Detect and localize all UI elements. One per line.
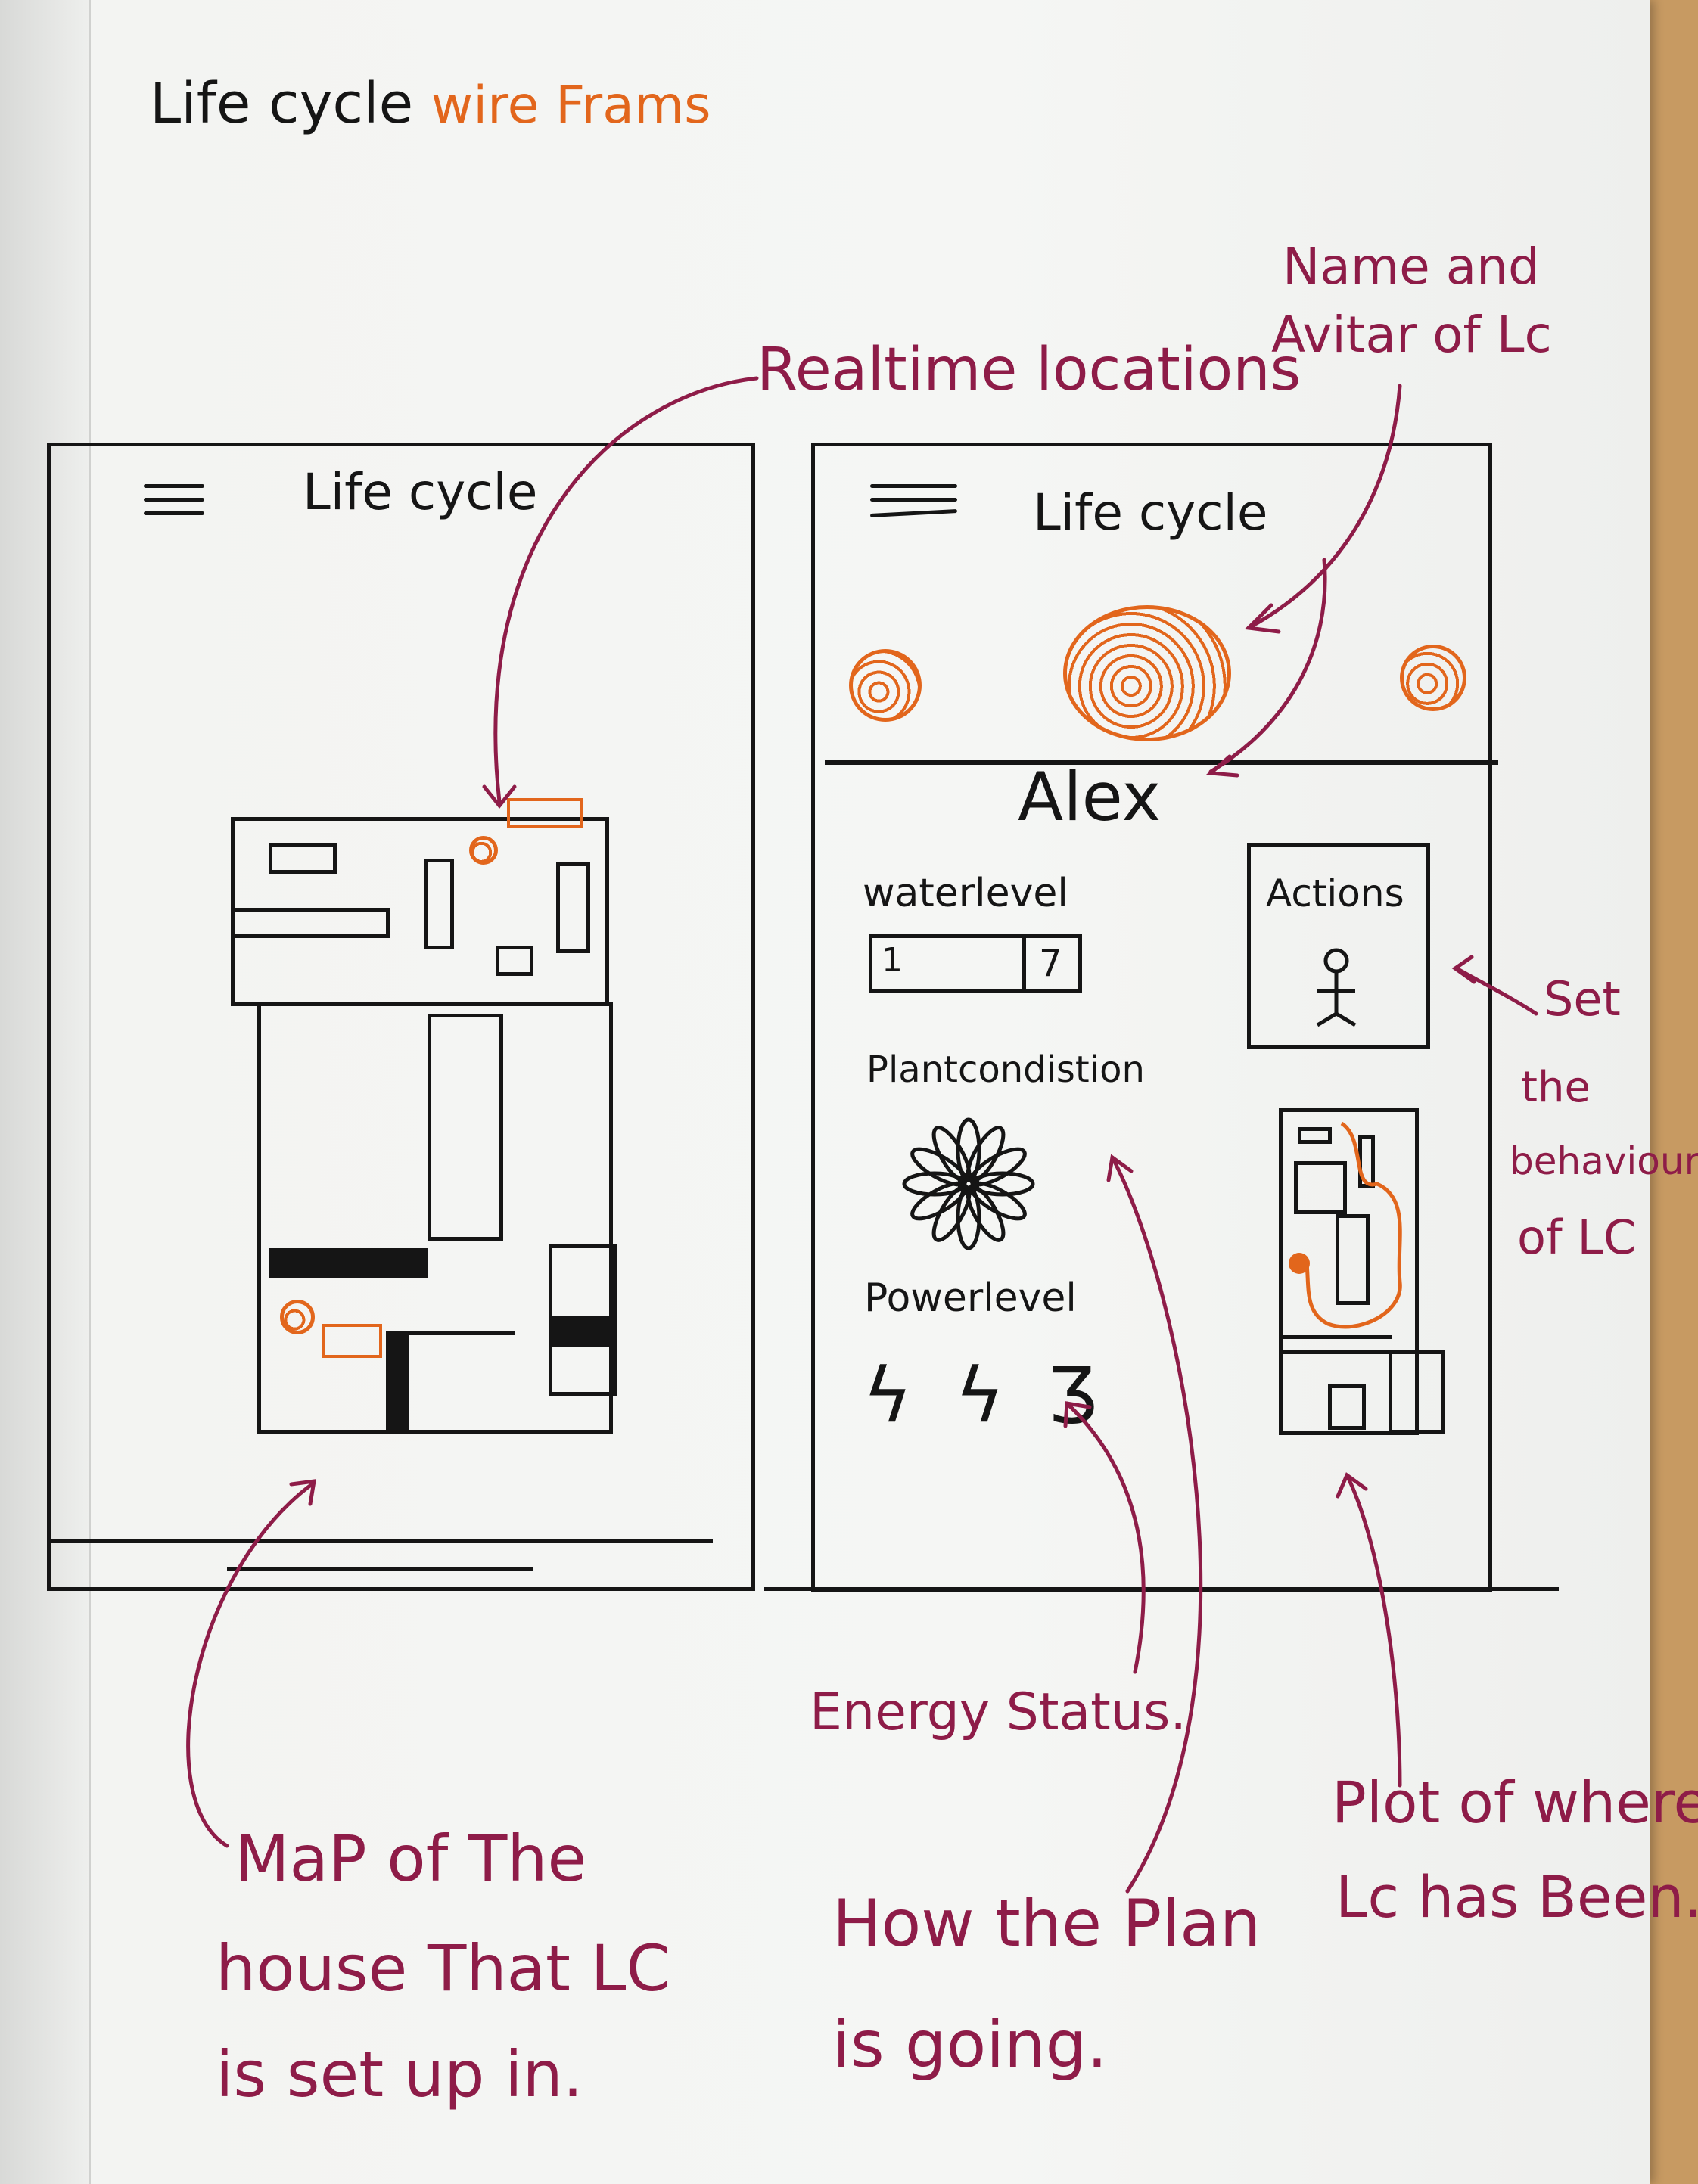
map-room — [269, 843, 337, 874]
hamburger-menu-icon[interactable] — [144, 484, 204, 525]
power-level-label: Powerlevel — [864, 1275, 1077, 1321]
water-level-label: waterlevel — [863, 871, 1068, 916]
actions-label: Actions — [1266, 871, 1404, 915]
avatar-small-left-icon[interactable] — [849, 649, 922, 722]
page-title-accent: wire Frams — [431, 76, 711, 135]
annotation-set-behaviour-4: of LC — [1517, 1210, 1637, 1265]
minimap-room — [1294, 1161, 1347, 1214]
house-map[interactable] — [216, 798, 617, 1437]
map-wall-black — [386, 1331, 409, 1434]
right-app-title: Life cycle — [1033, 483, 1268, 542]
map-room — [556, 862, 590, 953]
annotation-set-behaviour-3: behaviour — [1510, 1139, 1698, 1183]
location-marker-icon[interactable] — [469, 836, 498, 865]
avatar-small-right-icon[interactable] — [1400, 645, 1466, 711]
left-phone-frame — [47, 443, 755, 1591]
minimap-outer — [1279, 1108, 1419, 1435]
map-room — [496, 946, 533, 976]
minimap-room — [1336, 1214, 1370, 1305]
map-wall-black — [549, 1316, 617, 1347]
actions-panel[interactable]: Actions — [1247, 843, 1430, 1049]
annotation-realtime-locations: Realtime locations — [757, 336, 1301, 404]
annotation-map-house-1: MaP of The — [235, 1822, 587, 1896]
annotation-set-behaviour-1: Set — [1544, 971, 1621, 1027]
annotation-plot-2: Lc has Been. — [1336, 1863, 1698, 1931]
annotation-plant-going-2: is going. — [832, 2007, 1108, 2083]
avatar-icon[interactable] — [1063, 605, 1231, 741]
map-room — [428, 1014, 503, 1241]
annotation-plant-going-1: How the Plan — [832, 1886, 1261, 1962]
power-level-icons: ϟ ϟ Ʒ — [863, 1351, 1107, 1440]
page-title-main: Life cycle — [150, 71, 414, 136]
annotation-energy-status: Energy Status. — [810, 1682, 1186, 1742]
location-marker-icon[interactable] — [280, 1300, 315, 1334]
profile-name: Alex — [1018, 758, 1162, 836]
stick-figure-icon — [1316, 948, 1357, 1027]
water-level-divider — [1022, 938, 1026, 989]
minimap-wall — [1279, 1350, 1392, 1354]
map-wall-black — [269, 1248, 428, 1278]
minimap-room — [1389, 1350, 1445, 1434]
notebook-spine — [0, 0, 91, 2184]
annotation-map-house-3: is set up in. — [216, 2037, 583, 2111]
location-marker-box — [507, 798, 583, 828]
annotation-map-house-2: house That LC — [216, 1931, 671, 2005]
annotation-plot-1: Plot of where — [1332, 1769, 1698, 1836]
map-room — [424, 859, 454, 949]
path-history-map[interactable] — [1275, 1108, 1464, 1441]
right-phone-bottom-bar — [764, 1587, 1559, 1591]
left-phone-home-indicator — [227, 1567, 533, 1571]
minimap-room — [1328, 1384, 1366, 1430]
map-main-body — [257, 1002, 613, 1434]
path-trace — [1289, 1121, 1402, 1329]
water-level-max: 7 — [1039, 943, 1062, 985]
map-wall-black — [409, 1331, 515, 1335]
minimap-room — [1298, 1127, 1332, 1144]
page-title: Life cycle wire Frams — [150, 76, 711, 132]
left-app-title: Life cycle — [303, 463, 538, 521]
water-level-bar[interactable]: 1 7 — [869, 934, 1082, 993]
annotation-set-behaviour-2: the — [1521, 1063, 1591, 1112]
location-marker-box — [322, 1324, 382, 1358]
annotation-name-avatar-1: Name and — [1283, 238, 1540, 296]
left-phone-bottom-bar — [47, 1539, 713, 1543]
map-room — [231, 908, 390, 938]
hamburger-menu-icon[interactable] — [869, 484, 958, 525]
annotation-name-avatar-2: Avitar of Lc — [1271, 306, 1552, 364]
minimap-wall — [1279, 1335, 1392, 1339]
water-level-min: 1 — [882, 941, 903, 980]
plant-condition-label: Plantcondistion — [866, 1049, 1145, 1091]
right-header-divider — [825, 760, 1498, 765]
